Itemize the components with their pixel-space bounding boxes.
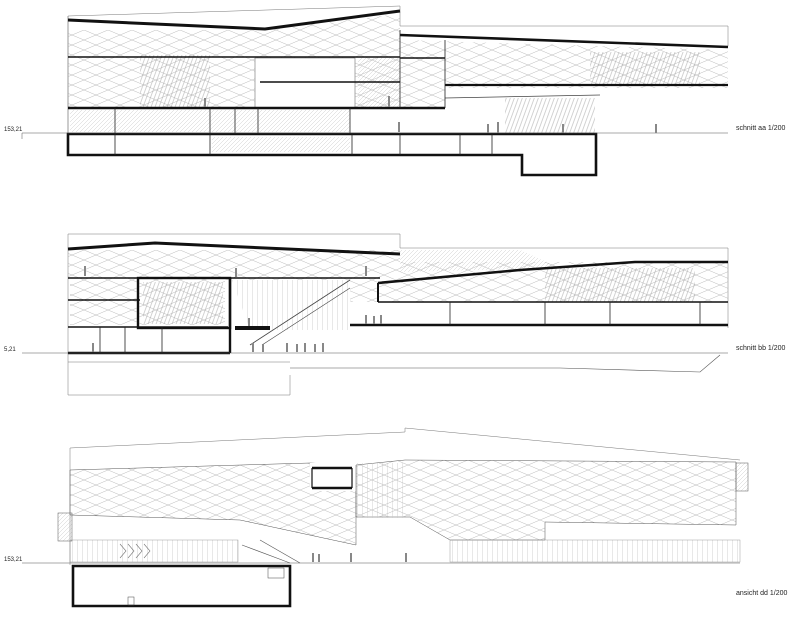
elevation-dd-right-facade [355, 459, 737, 541]
section-aa-basement [66, 132, 598, 177]
level-marker-aa: 153,21 [4, 127, 23, 133]
section-aa-roof [67, 9, 401, 31]
section-bb-figures [84, 266, 382, 352]
title-section-bb: schnitt bb 1/200 [736, 345, 786, 352]
section-bb [22, 233, 729, 396]
elevation-dd-figures [312, 553, 407, 562]
elevation-dd-basement [71, 564, 292, 608]
level-marker-dd: 153,21 [4, 557, 23, 563]
section-aa-figures [204, 96, 657, 133]
title-elevation-dd: ansicht dd 1/200 [736, 590, 788, 597]
title-section-aa: schnitt aa 1/200 [736, 125, 786, 132]
elevation-dd [22, 427, 749, 608]
section-bb-roof [67, 241, 401, 256]
section-aa [21, 5, 729, 177]
level-marker-bb: 5,21 [4, 347, 16, 353]
